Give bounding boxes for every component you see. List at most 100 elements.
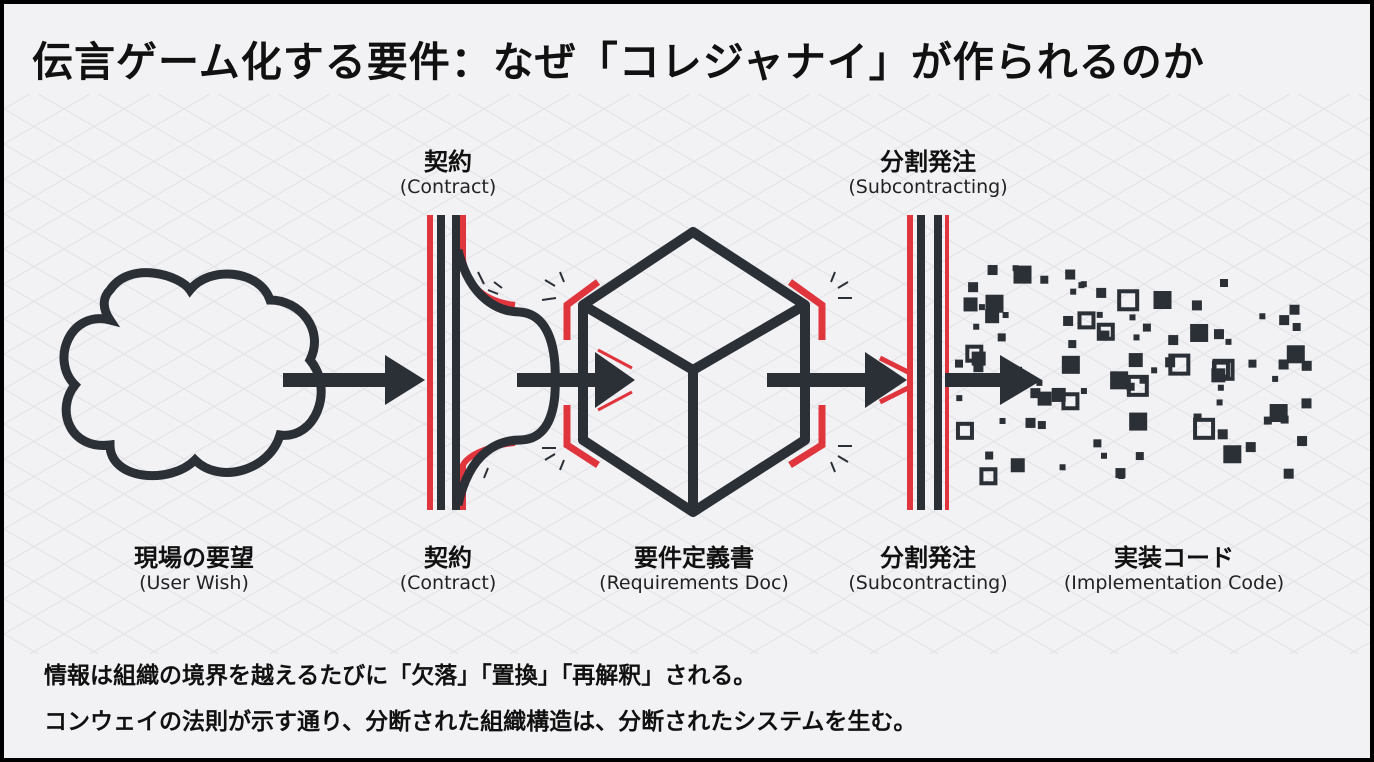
top-sublabel-contract: (Contract) — [399, 176, 497, 198]
code-pixel — [1099, 330, 1110, 341]
code-pixel — [1065, 269, 1076, 280]
code-pixel — [1013, 265, 1032, 284]
background-grid — [4, 94, 1370, 654]
code-pixel — [1151, 367, 1158, 374]
code-pixel — [1269, 404, 1288, 423]
code-pixel — [1297, 436, 1308, 447]
code-pixel — [1036, 379, 1043, 386]
code-pixel — [1040, 275, 1049, 284]
code-pixel — [1168, 335, 1179, 346]
code-pixel — [1292, 322, 1301, 331]
code-pixel — [1037, 391, 1052, 406]
code-pixel — [955, 421, 974, 440]
arrow-icon — [767, 352, 910, 408]
code-pixel — [1283, 468, 1294, 479]
code-pixel — [979, 467, 998, 486]
code-pixel — [963, 297, 978, 312]
stage-label-requirements: 要件定義書 — [634, 544, 754, 572]
code-pixel — [1279, 315, 1290, 326]
flow-diagram — [59, 215, 1312, 517]
slide: 伝言ゲーム化する要件：なぜ「コレジャナイ」が作られるのか 契約 (Contrac… — [4, 4, 1370, 758]
stage-sublabel-user-wish: (User Wish) — [139, 572, 249, 594]
cube-icon — [541, 227, 852, 517]
code-pixel — [1002, 312, 1009, 319]
code-pixel — [1225, 338, 1232, 345]
code-pixel — [956, 395, 963, 402]
stage-label-subcontracting: 分割発注 — [880, 544, 976, 572]
code-pixel — [1093, 439, 1102, 448]
code-pixel — [1168, 353, 1191, 376]
code-pixel — [1061, 355, 1080, 374]
top-label-subcontracting: 分割発注 — [880, 148, 976, 176]
code-pixel — [1129, 314, 1136, 321]
code-pixel — [973, 362, 984, 373]
code-pixel — [1213, 329, 1224, 340]
contract-barrier-icon — [427, 215, 560, 510]
code-pixel — [1077, 311, 1096, 330]
code-pixel — [1010, 458, 1025, 473]
code-pixel — [985, 451, 994, 460]
code-pixel — [1191, 300, 1202, 311]
code-pixel — [1289, 304, 1300, 315]
code-pixel — [1129, 412, 1148, 431]
code-pixel — [1135, 452, 1144, 461]
code-pixel — [1245, 442, 1256, 453]
code-pixel — [973, 323, 980, 330]
code-pixel — [1068, 340, 1077, 349]
code-pixel — [1117, 289, 1140, 312]
code-pixel — [999, 417, 1006, 424]
code-pixel — [1193, 417, 1216, 440]
code-pixel — [1301, 360, 1312, 371]
code-pixel — [968, 282, 979, 293]
cloud-icon — [59, 268, 326, 481]
stage-label-contract: 契約 — [424, 544, 472, 572]
footer-line-1: 情報は組織の境界を越えるたびに「欠落」「置換」「再解釈」される。 — [44, 663, 757, 689]
code-pixel — [1096, 287, 1107, 298]
code-pixel — [1061, 392, 1080, 411]
code-pixel — [1142, 323, 1151, 332]
code-pixel — [1063, 315, 1074, 326]
fragmented-code-pixels — [955, 265, 1312, 486]
stage-label-implementation: 実装コード — [1114, 544, 1234, 572]
code-pixel — [1272, 375, 1279, 382]
code-pixel — [955, 359, 964, 368]
stage-sublabel-subcontracting: (Subcontracting) — [848, 572, 1008, 594]
code-pixel — [1118, 473, 1125, 480]
code-pixel — [1080, 388, 1087, 395]
code-pixel — [1223, 445, 1242, 464]
stage-sublabel-implementation: (Implementation Code) — [1063, 572, 1285, 594]
code-pixel — [1217, 384, 1224, 391]
subcontract-barrier-icon — [907, 215, 949, 510]
code-pixel — [1286, 345, 1305, 364]
code-pixel — [965, 344, 984, 363]
arrow-icon — [283, 355, 425, 405]
code-pixel — [1096, 311, 1103, 318]
stage-sublabel-contract: (Contract) — [399, 572, 497, 594]
top-label-contract: 契約 — [424, 148, 472, 176]
code-pixel — [1100, 452, 1107, 459]
stage-label-user-wish: 現場の要望 — [134, 544, 254, 572]
code-pixel — [1126, 374, 1149, 397]
code-pixel — [1030, 388, 1041, 399]
code-pixel — [1211, 360, 1230, 379]
code-pixel — [1278, 359, 1289, 370]
code-pixel — [1153, 291, 1172, 310]
code-pixel — [1248, 359, 1257, 368]
arrow-icon — [517, 348, 635, 412]
code-pixel — [1219, 279, 1228, 288]
code-pixel — [1190, 323, 1209, 342]
footer-line-2: コンウェイの法則が示す通り、分断された組織構造は、分断されたシステムを生む。 — [44, 709, 917, 735]
code-pixel — [1217, 429, 1228, 440]
code-pixel — [978, 304, 985, 311]
code-pixel — [997, 333, 1006, 342]
code-pixel — [1110, 371, 1129, 390]
code-pixel — [1059, 464, 1066, 471]
arrow-icon — [945, 355, 1042, 405]
code-pixel — [1025, 417, 1036, 428]
code-pixel — [1263, 416, 1272, 425]
code-pixel — [987, 265, 998, 276]
code-pixel — [1216, 399, 1223, 406]
code-pixel — [1193, 413, 1202, 422]
code-pixel — [1259, 313, 1266, 320]
code-pixel — [1037, 421, 1046, 430]
